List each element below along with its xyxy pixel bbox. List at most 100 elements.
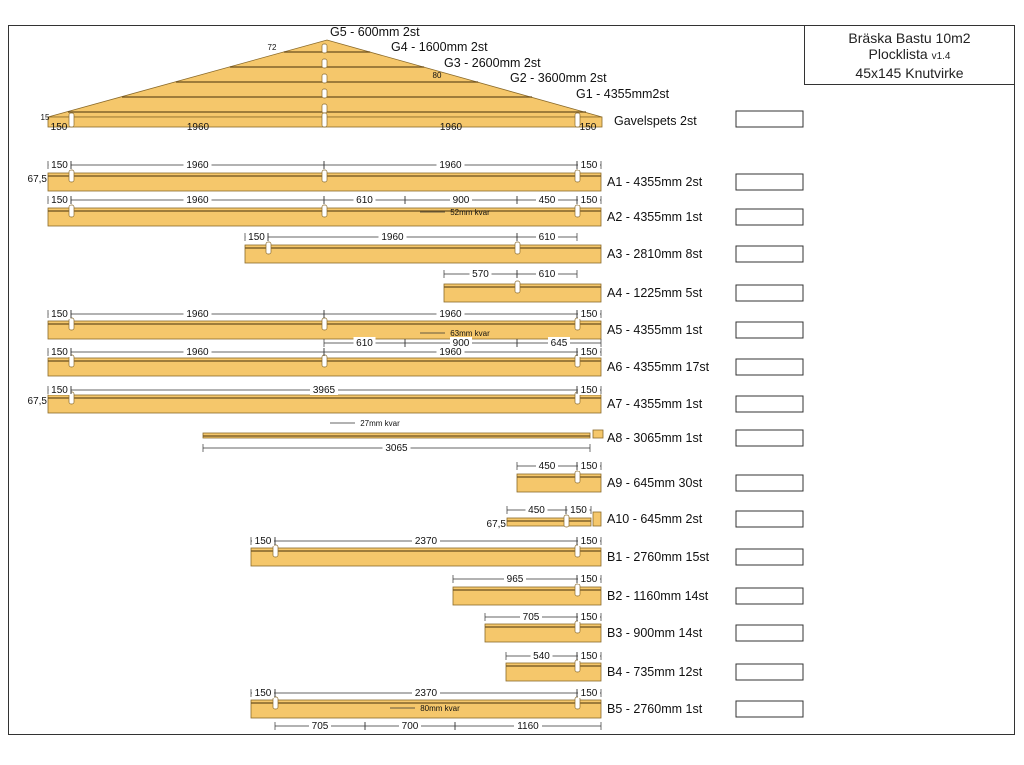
dim-a3-0-bg [245,231,268,242]
gable-note-15: 15 [41,113,50,122]
kvar-b5: 80mm kvar [420,704,460,713]
dim-a8-0-label: 3065 [385,443,408,454]
profile-a8 [592,429,604,439]
dim-b1-1-bg [412,535,440,546]
version-label: v1.4 [931,51,951,62]
notch-a5-0 [68,317,75,331]
dim-b5-2-bg [578,687,600,698]
dim-b2-1-bg [578,573,600,584]
dim-a2-1-bg [183,194,212,205]
notch-a2-0 [68,204,75,218]
dim-b5-1-bg [412,687,440,698]
notch-a2-2 [574,204,581,218]
dim-b4-0-bg [530,650,553,661]
quantity-box-a2 [735,208,804,226]
dim-a2-3-label: 900 [453,195,470,206]
title-block: Bräska Bastu 10m2 Plocklista v1.4 45x145… [804,25,1015,85]
dim-a2-4-bg [536,194,558,205]
quantity-box-a6 [735,358,804,376]
notch-a1-2 [574,169,581,183]
edge-a10: 67,5 [487,519,507,530]
dim-b2-0-bg [504,573,526,584]
gable-center-notch-4 [321,103,328,114]
notch-b2-0 [574,583,581,597]
dim-a5-4-bg [353,337,376,348]
quantity-box-a8 [735,429,804,447]
dim-a2-0-label: 150 [51,195,68,206]
notch-a5-1 [321,317,328,331]
dim-a2-4-label: 450 [539,195,556,206]
gable-dim-1960b: 1960 [440,122,463,133]
dim-a1-1-bg [183,159,212,170]
dim-a6-1-label: 1960 [186,347,209,358]
dim-a7-1-bg [310,384,338,395]
board-a3 [244,244,602,264]
profile-a10 [592,511,602,527]
dim-a1-3-label: 150 [581,160,598,171]
notch-a6-1 [321,354,328,368]
dim-a10-1-label: 150 [570,505,587,516]
notch-a6-2 [574,354,581,368]
dim-a5-6-bg [548,337,570,348]
dim-a5-0-bg [48,308,71,319]
board-b1 [250,547,602,567]
quantity-box-b3 [735,624,804,642]
gable-notch-right [574,112,581,128]
dim-a9-1-label: 150 [581,461,598,472]
row-label-a7: A7 - 4355mm 1st [607,397,703,411]
dim-a5-2-bg [436,308,465,319]
board-b5 [250,699,602,719]
dim-a6-1-bg [183,346,212,357]
row-label-b3: B3 - 900mm 14st [607,626,703,640]
gable-label-1: G5 - 600mm 2st [330,25,420,39]
dim-b3-0-bg [520,611,542,622]
dim-a3-1-bg [378,231,407,242]
quantity-box-b2 [735,587,804,605]
quantity-box-a9 [735,474,804,492]
dim-a5-3-label: 150 [581,309,598,320]
board-a4 [443,283,602,303]
edge-a1: 67,5 [28,174,48,185]
notch-a2-1 [321,204,328,218]
notch-b5-1 [574,696,581,710]
notch-a1-0 [68,169,75,183]
notch-a9-0 [574,470,581,484]
dim-b4-0-label: 540 [533,651,550,662]
quantity-box-b1 [735,548,804,566]
dim-a4-1-bg [536,268,558,279]
gable-dim-150a: 150 [51,122,68,133]
row-label-a1: A1 - 4355mm 2st [607,175,703,189]
dim-a1-2-bg [436,159,465,170]
dim-a3-0-label: 150 [248,232,265,243]
dim-a10-1-bg [567,504,590,515]
row-label-a2: A2 - 4355mm 1st [607,210,703,224]
dim-a9-0-label: 450 [539,461,556,472]
dim-b3-1-bg [578,611,600,622]
kvar-a5: 63mm kvar [450,329,490,338]
dim-b5-3-bg [309,720,331,731]
row-label-a10: A10 - 645mm 2st [607,512,703,526]
notch-a3-0 [265,241,272,255]
dim-a6-0-bg [48,346,71,357]
gable-center-notch-2 [321,73,328,84]
title-line1: Bräska Bastu 10m2 [848,30,971,46]
dim-b5-2-label: 150 [581,688,598,699]
row-label-a5: A5 - 4355mm 1st [607,323,703,337]
dim-b5-5-bg [514,720,542,731]
quantity-box-a7 [735,395,804,413]
quantity-box-b4 [735,663,804,681]
gable-note-72: 72 [268,43,277,52]
drawing-sheet [8,25,1015,735]
notch-a6-0 [68,354,75,368]
dim-a5-0-label: 150 [51,309,68,320]
dim-a3-2-bg [536,231,558,242]
dim-b1-2-bg [578,535,600,546]
dim-a5-5-bg [450,337,472,348]
dim-b2-0-label: 965 [507,574,524,585]
row-label-b1: B1 - 2760mm 15st [607,550,710,564]
quantity-box-a4 [735,284,804,302]
title-line2: Plocklista v1.4 [868,46,951,62]
dim-a5-2-label: 1960 [439,309,462,320]
dim-a8-0-bg [382,442,411,453]
